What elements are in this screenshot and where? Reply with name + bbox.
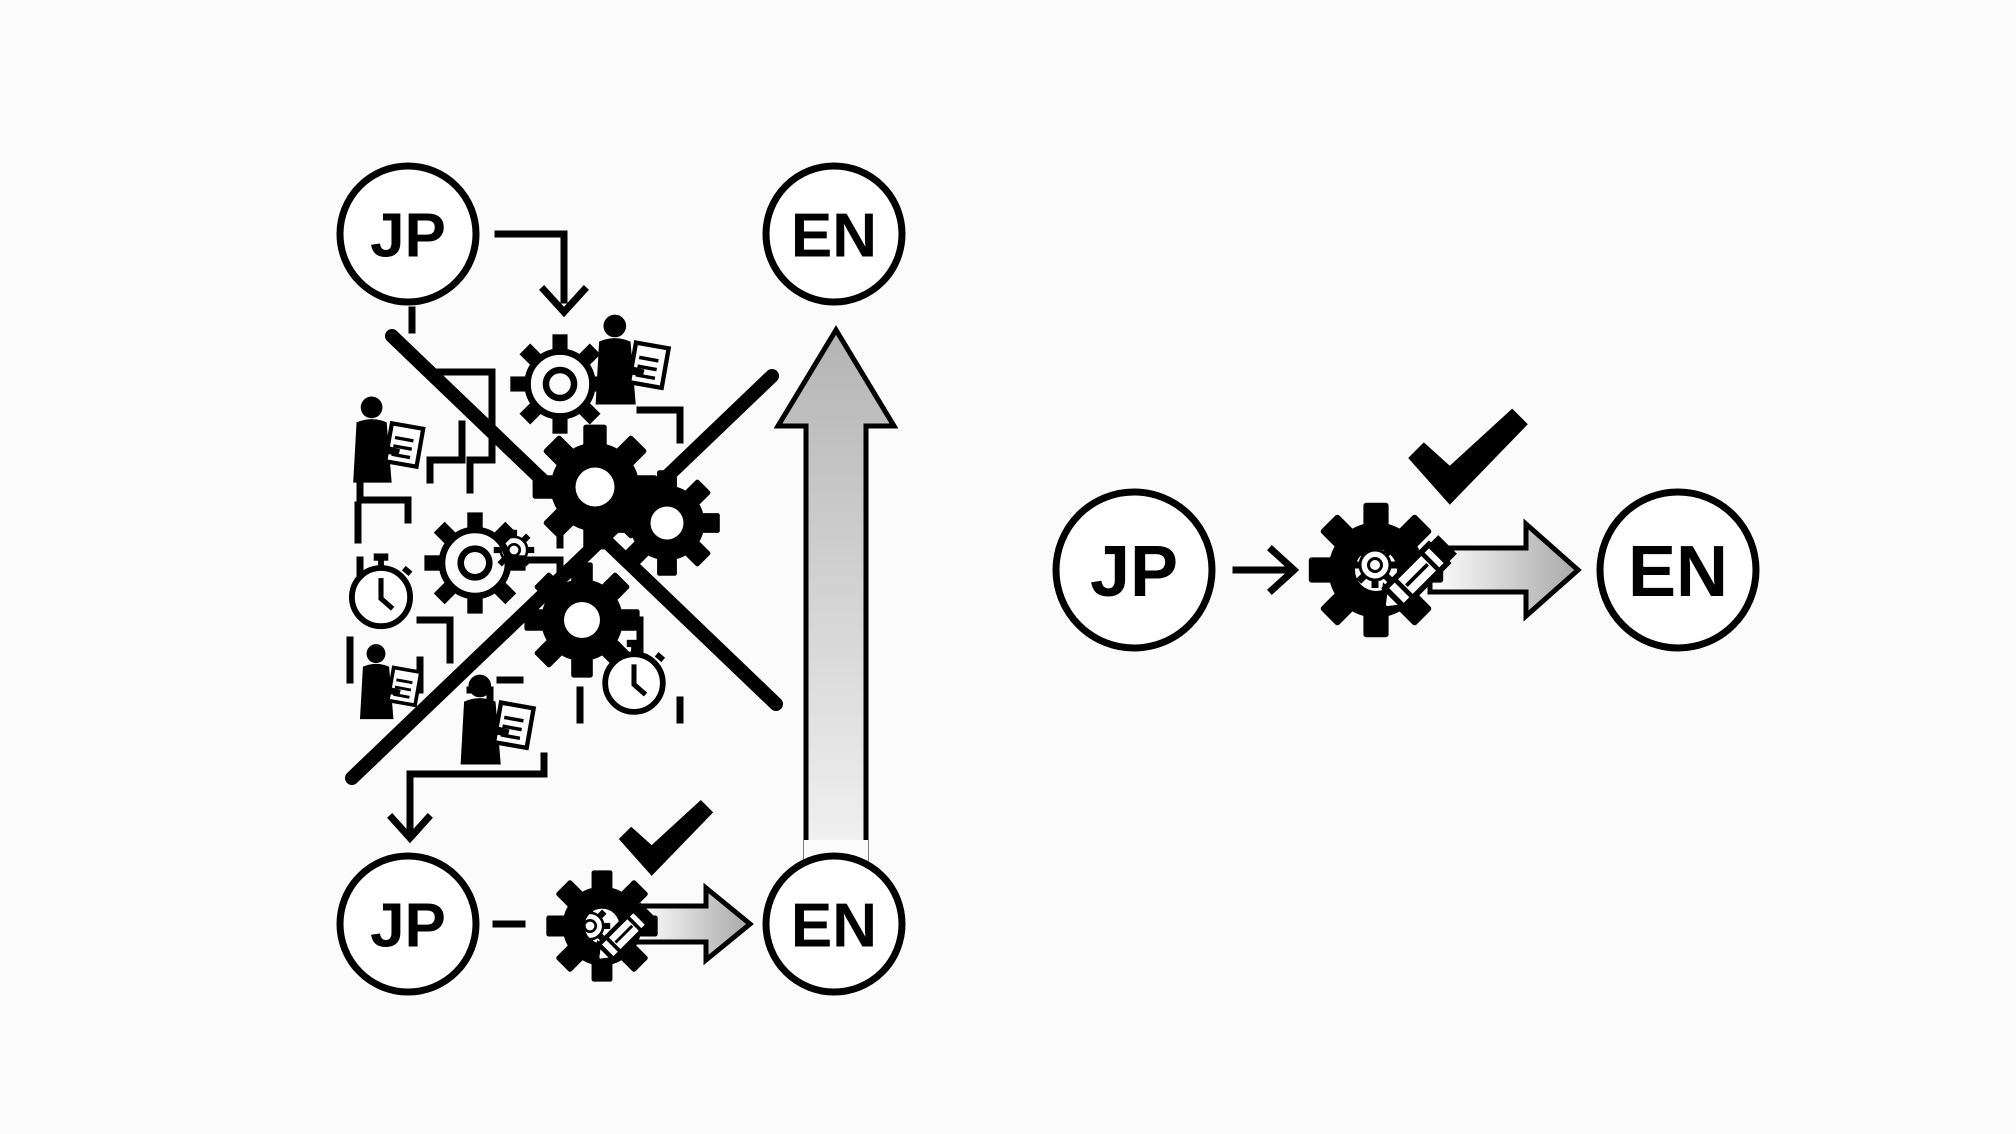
node-label: JP	[1090, 532, 1178, 612]
gear-icon	[510, 334, 609, 433]
long-up-arrow	[773, 325, 899, 863]
node-label: EN	[791, 892, 877, 961]
right-panel: JP EN	[1052, 408, 1760, 652]
top-source-node: JP	[336, 162, 480, 306]
node-label: EN	[1628, 532, 1728, 612]
person-with-document-icon	[461, 675, 534, 765]
bottom-source-node: JP	[336, 852, 480, 996]
gear-icon	[492, 528, 536, 572]
bottom-connector-arrow	[387, 752, 548, 844]
process-to-target-arrow	[1427, 518, 1582, 622]
source-to-process-arrow	[1232, 545, 1300, 595]
person-with-document-icon	[596, 315, 669, 405]
checkmark-icon	[618, 800, 714, 876]
cross-out-mark	[345, 329, 783, 785]
top-target-node: EN	[762, 162, 906, 306]
node-label: JP	[370, 892, 446, 961]
bottom-direct-path	[492, 800, 754, 982]
target-node: EN	[1596, 488, 1760, 652]
left-panel: JP EN JP EN	[336, 162, 906, 996]
person-with-document-icon	[358, 642, 423, 722]
person-with-document-icon	[353, 397, 423, 483]
short-right-arrow	[633, 882, 754, 966]
checkmark-icon	[1408, 408, 1528, 505]
top-connector-arrow	[494, 230, 589, 318]
complex-process-icons	[352, 315, 720, 765]
bottom-target-node: EN	[762, 852, 906, 996]
node-label: JP	[370, 202, 446, 271]
node-label: EN	[791, 202, 877, 271]
source-node: JP	[1052, 488, 1216, 652]
